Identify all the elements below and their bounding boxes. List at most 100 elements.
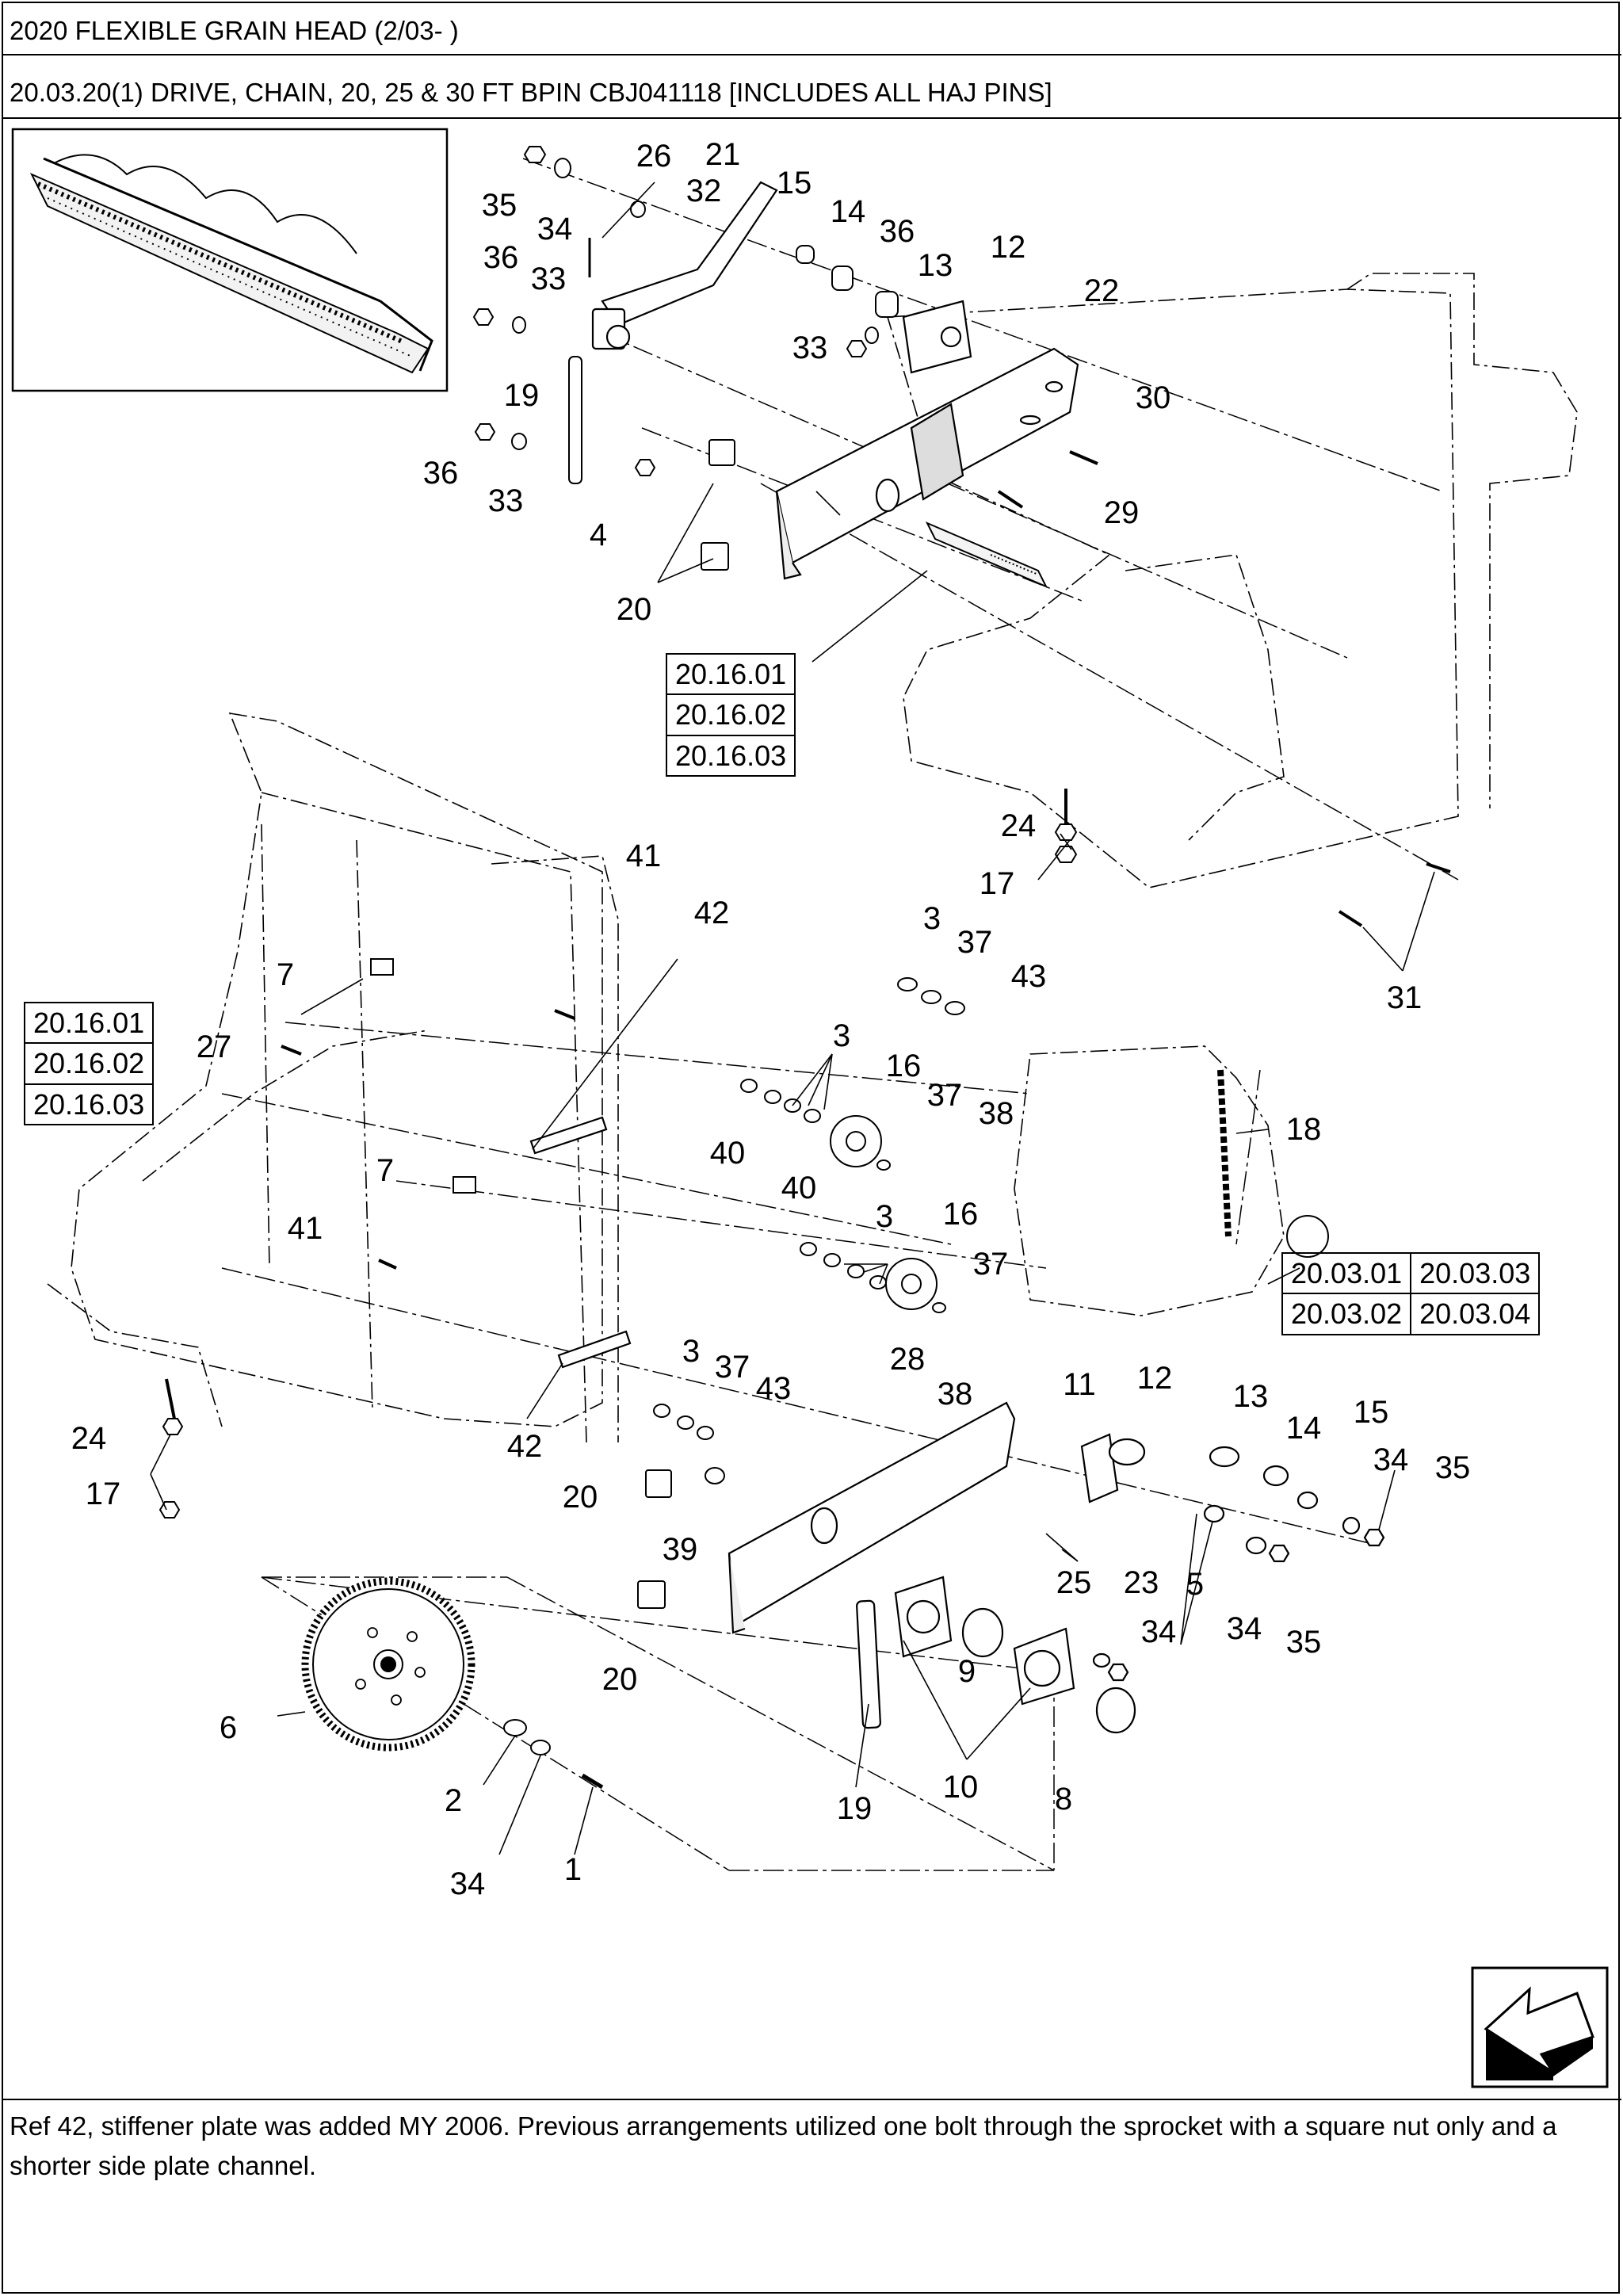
callout: 37 [957,925,993,960]
header-divider [2,117,1621,119]
callout: 31 [1387,980,1423,1015]
callout: 16 [886,1049,922,1083]
spline-shaft [925,521,1048,588]
callout: 15 [777,166,812,201]
callout: 3 [876,1199,893,1234]
callout: 29 [1104,495,1140,530]
lower-bracket-11 [727,1401,1016,1634]
page-title: 2020 FLEXIBLE GRAIN HEAD (2/03- ) [10,16,459,45]
drive-gear-6 [301,1577,475,1752]
callout: 34 [1227,1611,1262,1646]
callout: 22 [1084,273,1120,308]
callout: 42 [694,896,730,930]
callout: 36 [483,240,519,275]
roller-chain-18 [1217,1069,1232,1237]
ref-link[interactable]: 20.03.01 [1281,1251,1412,1295]
spacer-block-20 [637,1469,672,1609]
callout: 30 [1136,380,1171,415]
callout: 37 [973,1247,1009,1282]
ref-link[interactable]: 20.16.01 [23,1001,155,1045]
callout: 19 [837,1791,873,1826]
callout: 23 [1124,1565,1159,1600]
callout: 35 [1286,1625,1322,1660]
callout: 38 [938,1377,973,1412]
callout: 5 [1186,1567,1204,1602]
callout: 34 [1373,1442,1409,1477]
ref-table-left: 20.16.01 20.16.02 20.16.03 [23,1001,155,1126]
callout: 34 [1141,1614,1177,1649]
callout-labels: 1 2 3 3 3 3 4 5 6 7 7 8 9 10 11 12 12 13… [71,137,1471,1901]
callout: 13 [918,248,953,283]
ref-link[interactable]: 20.16.02 [665,693,796,736]
callout: 20 [563,1480,598,1515]
ref-link[interactable]: 20.16.01 [665,652,796,696]
callout-leaders [150,181,1435,1855]
callout: 12 [1137,1361,1173,1396]
ref-link[interactable]: 20.16.03 [23,1083,155,1126]
page-subtitle: 20.03.20(1) DRIVE, CHAIN, 20, 25 & 30 FT… [10,78,1052,107]
ref-table-upper: 20.16.01 20.16.02 20.16.03 [665,652,796,777]
ref-link[interactable]: 20.03.03 [1410,1251,1541,1295]
next-page-arrow-icon[interactable] [1471,1966,1609,2088]
callout: 38 [979,1096,1014,1131]
callout: 19 [504,378,540,413]
callout: 3 [833,1018,850,1053]
lower-arm-19 [856,1599,881,1729]
callout: 41 [288,1211,323,1246]
plate-12-lower [1080,1433,1385,1563]
callout: 20 [617,592,652,627]
callout: 24 [1001,808,1037,843]
callout: 17 [980,866,1015,901]
sprocket-16 [830,1115,1329,1310]
grain-head-icon [11,128,449,392]
callout: 43 [1011,959,1047,994]
callout: 39 [663,1532,698,1567]
callout: 18 [1286,1112,1322,1147]
callout: 34 [450,1866,486,1901]
callout: 24 [71,1421,107,1456]
callout: 36 [880,214,915,249]
upper-bracket-22 [775,347,1079,580]
callout: 7 [277,957,294,992]
callout: 10 [943,1770,979,1805]
callout: 3 [682,1334,700,1369]
upper-arm-21 [591,181,778,350]
callout: 27 [197,1030,232,1064]
ref-link[interactable]: 20.03.02 [1281,1293,1412,1335]
callout: 7 [376,1153,394,1188]
callout: 42 [507,1429,543,1464]
callout: 16 [943,1197,979,1232]
frame-outlines [47,273,1578,1443]
callout: 20 [602,1662,638,1697]
callout: 35 [482,188,517,223]
plate-12-upper [902,300,972,374]
callout: 8 [1055,1782,1072,1817]
callout: 9 [958,1654,976,1689]
callout: 4 [590,518,607,552]
callout: 6 [220,1710,237,1745]
footer-divider [2,2099,1621,2100]
ref-link[interactable]: 20.16.02 [23,1042,155,1085]
callout: 36 [423,456,459,491]
callout: 14 [1286,1411,1322,1446]
ref-link[interactable]: 20.16.03 [665,734,796,777]
small-hardware [281,146,1451,1270]
callout: 12 [991,230,1026,265]
callout: 15 [1354,1395,1389,1430]
callout: 13 [1233,1379,1269,1414]
ref-link[interactable]: 20.03.04 [1410,1293,1541,1335]
callout: 2 [445,1783,462,1818]
callout: 34 [537,212,573,246]
title-divider [2,54,1621,55]
ref-table-chain: 20.03.01 20.03.03 20.03.02 20.03.04 [1281,1251,1541,1335]
callout: 35 [1435,1450,1471,1485]
callout: 32 [686,174,722,208]
stiffener-plate-42 [529,1116,632,1369]
callout: 43 [756,1371,792,1406]
callout: 3 [923,901,941,936]
callout: 40 [781,1171,817,1205]
callout: 37 [715,1350,750,1385]
callout: 14 [831,194,866,229]
